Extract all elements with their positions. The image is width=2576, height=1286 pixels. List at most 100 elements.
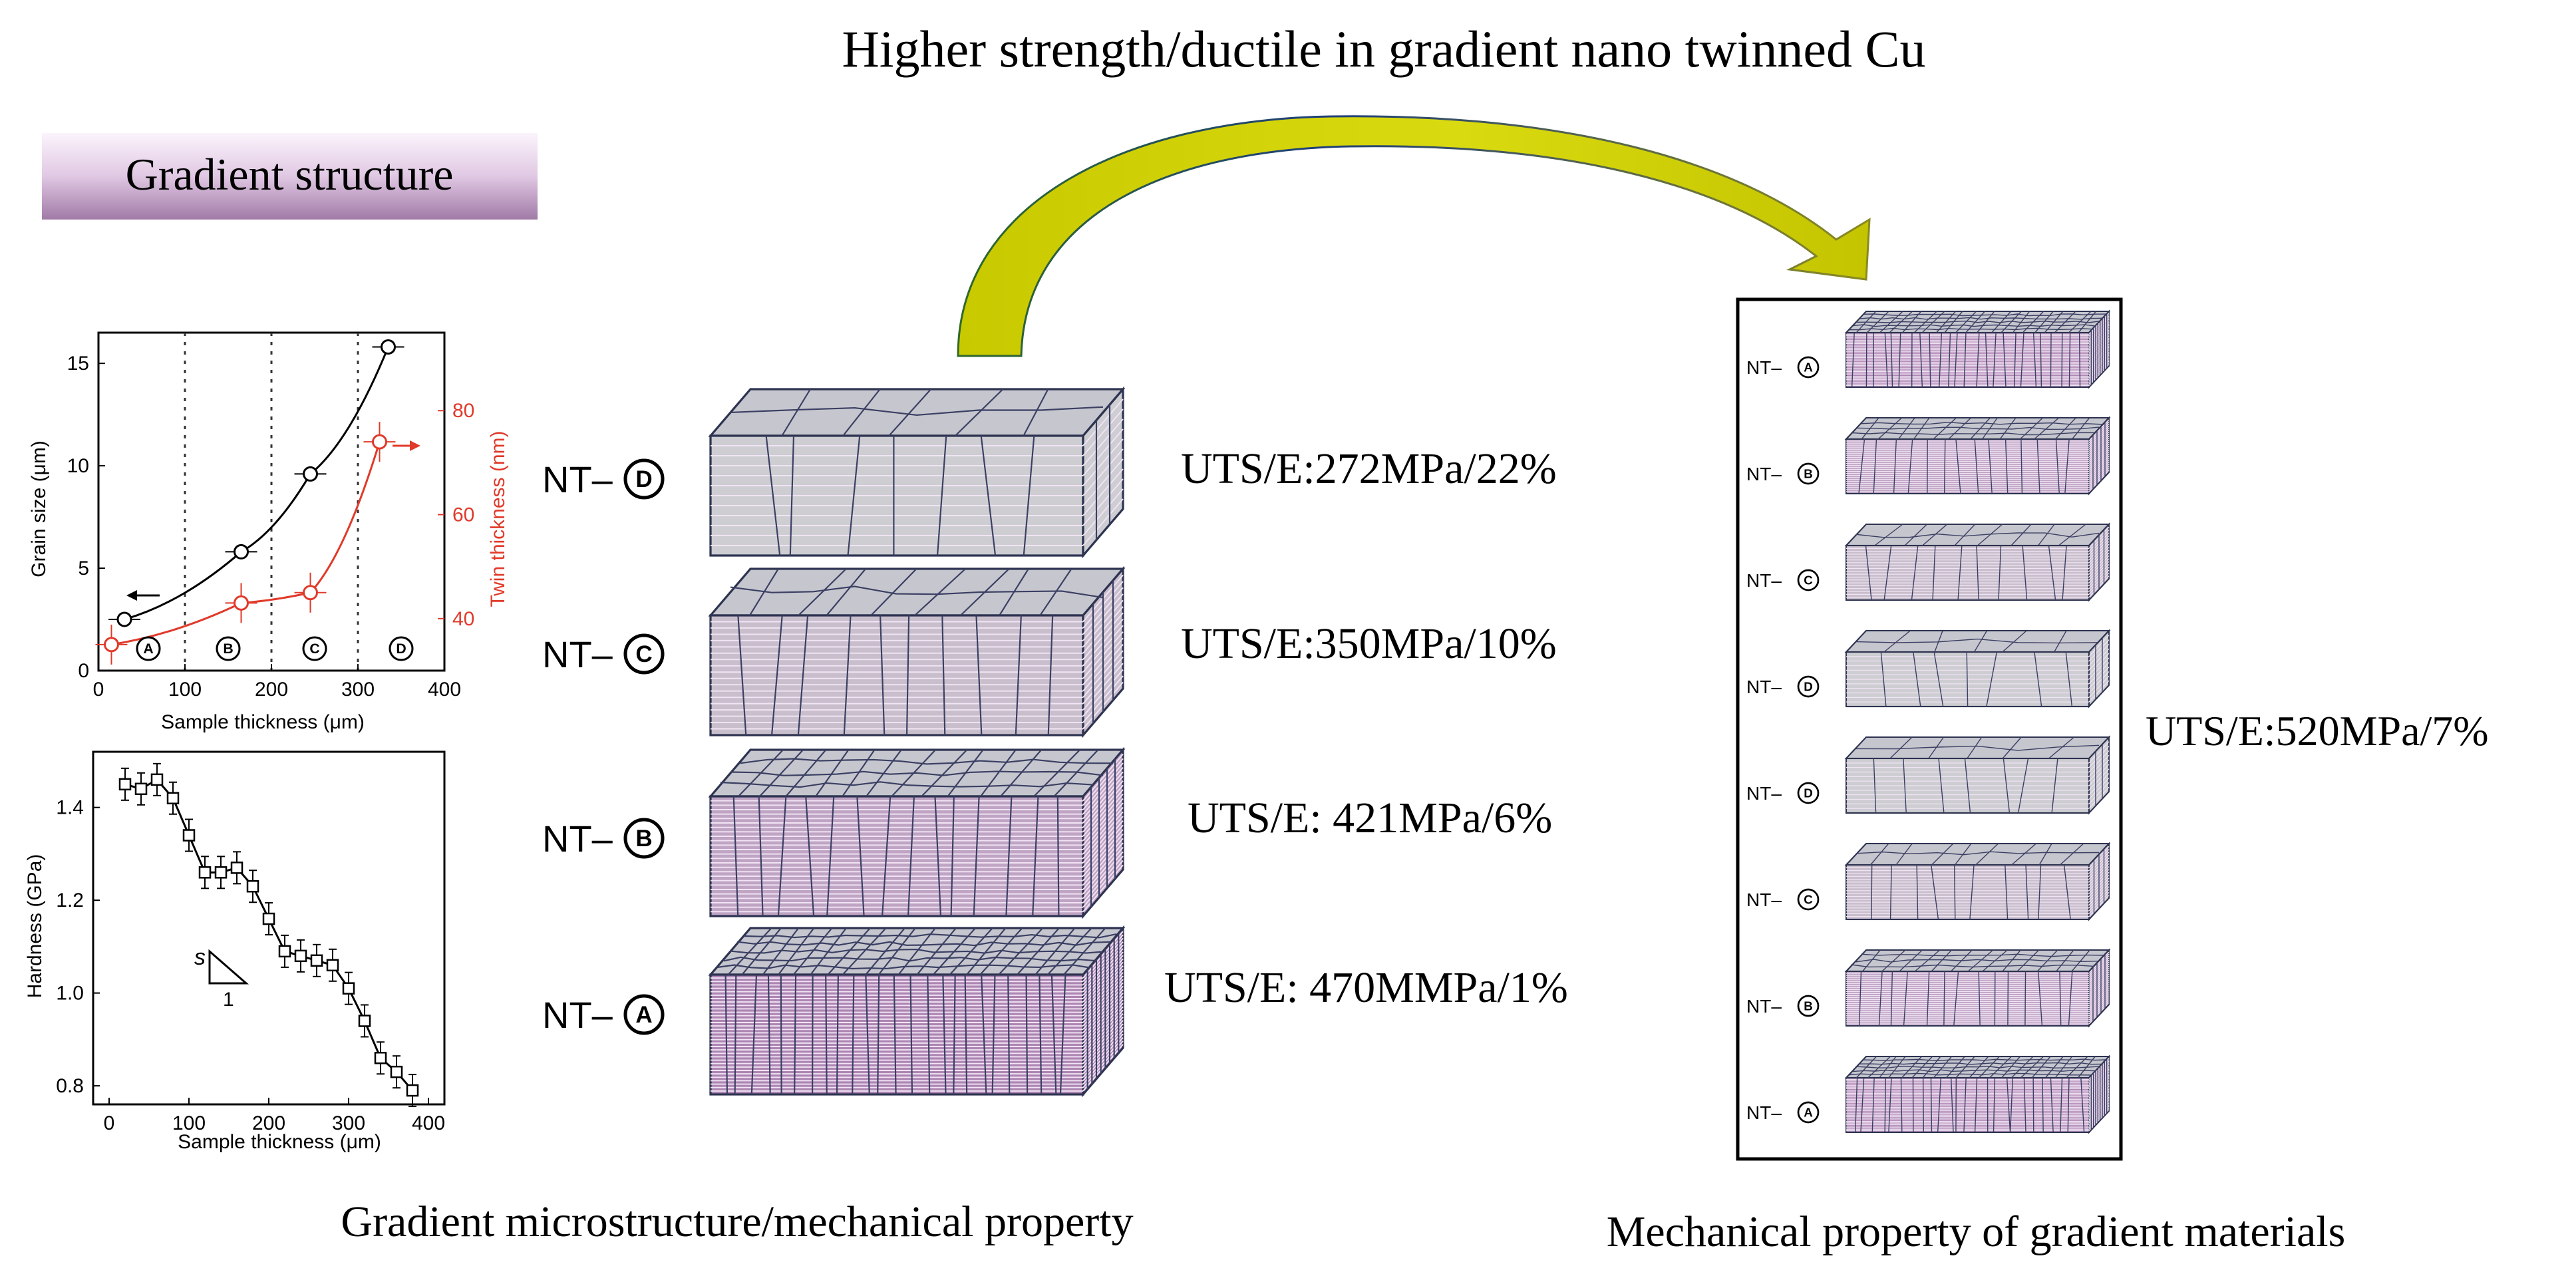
stack-block-8-top-cell-edge: [2077, 1056, 2096, 1078]
layer-block-a-top-cell-edge: [949, 927, 993, 975]
stack-block-1-twin-line-side: [2088, 342, 2110, 365]
stack-block-1-top-cell-row: [1862, 313, 2106, 317]
stack-block-6: [1844, 842, 2111, 921]
stack-block-2-twin-line-side: [2088, 425, 2110, 448]
stack-block-8-twin-line-side: [2088, 1092, 2110, 1114]
stack-block-2-top-cell-row: [1851, 432, 2094, 436]
layer-property-a: UTS/E: 470MMPa/1%: [1164, 963, 1568, 1012]
stack-block-8-top-cell-edge: [2066, 1056, 2088, 1078]
stack-block-4-twin-line-side: [2088, 648, 2110, 671]
layer-block-b-front-face: [709, 795, 1084, 917]
stack-block-1-twin-line-side: [2088, 343, 2110, 366]
layer-block-d-top-cell-edge: [888, 389, 932, 436]
chart2-ytick-label: 1.2: [56, 889, 84, 911]
stack-block-7-top-cell-edge: [2056, 949, 2074, 972]
slope-label-1: 1: [223, 989, 234, 1011]
stack-block-3-grain-boundary: [1865, 545, 1872, 601]
stack-block-4-twin-line-side: [2088, 635, 2110, 657]
stack-block-1-top-cell-edge: [1936, 311, 1956, 333]
stack-block-1-grain-boundary: [2040, 332, 2042, 388]
stack-marker-8-letter: A: [1804, 1105, 1813, 1119]
stack-block-8-twin-line-side: [2088, 1074, 2110, 1097]
stack-block-2-twin-line-side: [2088, 431, 2110, 454]
layer-block-a-twin-line-side: [1082, 961, 1124, 1010]
grain-twin-chart: Sample thickness (μm) Grain size (μm) Tw…: [28, 331, 509, 733]
stack-block-1-twin-line-side: [2088, 336, 2110, 358]
stack-block-1-top-cell-edge: [1944, 311, 1963, 333]
caption-right: Mechanical property of gradient material…: [1607, 1207, 2346, 1256]
chart2-ytick-label: 0.8: [56, 1075, 84, 1097]
layer-block-c-grain-boundary: [1047, 615, 1054, 736]
stack-block-7-twin-line-side: [2088, 965, 2110, 988]
stack-block-8-top-cell-row: [1849, 1072, 2093, 1076]
layer-block-b-grain-boundary: [934, 796, 942, 917]
layer-block-a-grain-boundary: [734, 974, 737, 1095]
layer-block-a-top-cell-edge: [865, 927, 905, 975]
stack-label-1: NT–: [1746, 357, 1782, 378]
stack-block-1-top-cell-edge: [1902, 311, 1922, 333]
stack-block-6-grain-boundary: [2005, 864, 2009, 920]
stack-block-7-twin-line-side: [2088, 980, 2110, 1002]
stack-block-2-top-cell-edge: [1999, 417, 2016, 440]
stack-marker-7-ring: [1797, 995, 1820, 1017]
stack-block-8-twin-line-side: [2088, 1059, 2110, 1082]
stack-block-5-grain-boundary: [1903, 758, 1907, 814]
layer-block-a-twin-line-side: [1082, 985, 1124, 1034]
layer-block-b-top-cell-edge: [947, 749, 984, 797]
section-label: Gradient structure: [42, 133, 538, 220]
stack-block-3-grain-boundary: [1957, 545, 1963, 601]
layer-block-a: [708, 925, 1126, 1098]
layer-block-a-grain-boundary: [750, 974, 758, 1095]
stack-marker-8-ring: [1797, 1101, 1820, 1124]
stack-block-1-top-cell-edge: [1866, 311, 1889, 333]
stack-block-8-twin-line-side: [2088, 1101, 2110, 1124]
layer-block-a-twin-line-side: [1082, 999, 1124, 1047]
layer-block-a-grain-boundary: [767, 974, 771, 1095]
stack-block-8-twin-line-side: [2088, 1107, 2110, 1130]
layer-block-b-grain-boundary: [1005, 796, 1013, 917]
layer-block-a-twin-line-side: [1082, 937, 1124, 986]
layer-block-a-twin-line-side: [1082, 945, 1124, 993]
stack-block-5-top-cell-edge: [1889, 736, 1913, 759]
stack-block-2-top-cell-edge: [1933, 417, 1957, 440]
stack-block-1-top-cell-row: [1849, 327, 2093, 331]
stack-block-8-top-cell-row: [1855, 1066, 2100, 1069]
stack-block-7-twin-line-side: [2088, 974, 2110, 996]
stack-block-1-twin-line-side: [2088, 361, 2110, 383]
stack-block-1-top-cell-edge: [1889, 311, 1913, 333]
stack-block-1-grain-boundary: [1993, 332, 1997, 388]
layer-block-a-top-cell-edge: [778, 927, 815, 975]
layer-block-a-grain-boundary: [909, 974, 913, 1095]
chart2-point: [134, 782, 148, 796]
stack-block-8-twin-line-side: [2088, 1082, 2110, 1105]
layer-block-d-grain-boundary: [765, 435, 781, 556]
slope-label-s: s: [194, 945, 206, 970]
layer-block-d-twin-line-side: [1082, 458, 1124, 506]
layer-block-b-top-cell-row: [740, 758, 1114, 765]
layer-block-b-twin-line-side: [1082, 820, 1124, 868]
stack-marker-1-ring: [1797, 356, 1820, 379]
layer-block-d-twin-line-side: [1082, 448, 1124, 496]
stack-block-7-twin-line-side: [2088, 992, 2110, 1015]
chart1-point: [234, 544, 249, 560]
stack-block-7-top-cell-edge: [2036, 949, 2058, 972]
stack-block-5-grain-boundary: [1938, 758, 1945, 814]
layer-block-b-top-cell-edge: [921, 749, 968, 797]
layer-block-a-grain-boundary: [1039, 974, 1043, 1095]
stack-block-5-twin-line-side: [2088, 754, 2110, 777]
stack-block-3-top-cell-edge: [1874, 524, 1903, 546]
layer-block-b-top-cell-edge: [980, 749, 1017, 797]
stack-block-8-twin-line-side: [2088, 1079, 2110, 1102]
stack-block-2-twin-line-side: [2088, 419, 2110, 442]
layer-marker-d-ring: [623, 458, 665, 500]
layer-block-b-grain-boundary: [1056, 796, 1060, 917]
stack-marker-3: C: [1797, 569, 1820, 591]
stack-block-7-grain-boundary: [1926, 971, 1930, 1027]
stack-block-8-twin-line-side: [2088, 1070, 2110, 1092]
stack-block-7-top-cell-edge: [1951, 949, 1973, 972]
layer-block-a-top-cell-edge: [727, 927, 772, 975]
stack-block-1-top-cell-edge: [1855, 311, 1877, 333]
chart1-zone-D-letter: D: [396, 641, 406, 657]
layer-marker-c: C: [623, 633, 665, 675]
stack-block-2-top-cell-edge: [1861, 417, 1879, 440]
